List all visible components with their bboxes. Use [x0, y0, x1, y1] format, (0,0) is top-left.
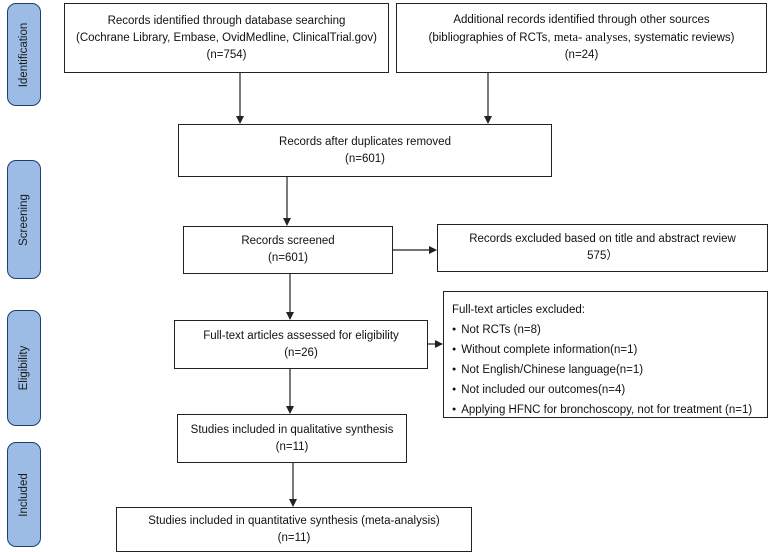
qualitative-box: Studies included in qualitative synthesi…	[177, 414, 407, 463]
screened-box: Records screened (n=601)	[183, 226, 393, 274]
after-duplicates-box: Records after duplicates removed (n=601)	[178, 124, 552, 177]
other-sources-count: (n=24)	[564, 49, 599, 61]
exclusion-reason: Not English/Chinese language(n=1)	[452, 360, 752, 380]
other-sources-detail: (bibliographies of RCTs, meta- analyses,…	[428, 30, 735, 44]
stage-eligibility: Eligibility	[7, 310, 41, 426]
fulltext-count: (n=26)	[284, 346, 318, 359]
excluded-title-label: Records excluded based on title and abst…	[469, 233, 736, 245]
exclusion-reason: Without complete information(n=1)	[452, 340, 752, 360]
fulltext-excluded-box: Full-text articles excluded: Not RCTs (n…	[443, 291, 768, 418]
other-sources-title: Additional records identified through ot…	[453, 14, 710, 26]
quantitative-box: Studies included in quantitative synthes…	[116, 507, 472, 552]
db-search-title: Records identified through database sear…	[107, 14, 346, 27]
stage-included: Included	[7, 442, 41, 547]
quantitative-title: Studies included in quantitative synthes…	[148, 514, 440, 527]
fulltext-box: Full-text articles assessed for eligibil…	[174, 320, 428, 369]
excluded-title-box: Records excluded based on title and abst…	[437, 224, 768, 272]
fulltext-title: Full-text articles assessed for eligibil…	[203, 329, 399, 342]
fulltext-excluded-title: Full-text articles excluded:	[452, 304, 585, 316]
fulltext-excluded-list: Not RCTs (n=8) Without complete informat…	[452, 320, 752, 420]
qualitative-count: (n=11)	[275, 440, 309, 453]
screened-title: Records screened	[241, 235, 335, 247]
quantitative-count: (n=11)	[277, 531, 311, 544]
stage-screening: Screening	[7, 160, 41, 279]
stage-identification: Identification	[7, 3, 41, 106]
exclusion-reason: Not RCTs (n=8)	[452, 320, 752, 340]
db-search-box: Records identified through database sear…	[64, 3, 389, 73]
excluded-title-count: 575）	[587, 250, 618, 262]
other-sources-box: Additional records identified through ot…	[396, 3, 767, 73]
qualitative-title: Studies included in qualitative synthesi…	[190, 423, 394, 436]
db-search-count: (n=754)	[206, 48, 247, 61]
after-duplicates-title: Records after duplicates removed	[279, 135, 451, 148]
after-duplicates-count: (n=601)	[345, 152, 385, 165]
exclusion-reason: Applying HFNC for bronchoscopy, not for …	[452, 400, 752, 420]
db-search-sources: (Cochrane Library, Embase, OvidMedline, …	[75, 31, 378, 44]
exclusion-reason: Not included our outcomes(n=4)	[452, 380, 752, 400]
screened-count: (n=601)	[268, 252, 308, 264]
